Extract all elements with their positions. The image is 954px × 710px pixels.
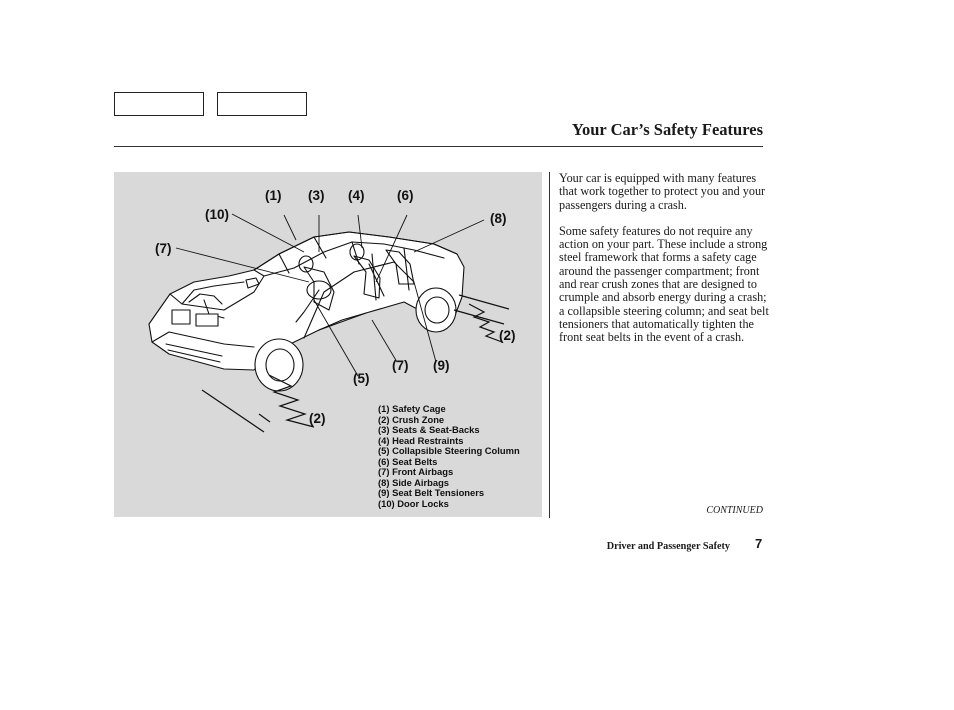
legend-item: (1) Safety Cage xyxy=(378,403,446,414)
crush-zone-markers xyxy=(201,294,510,433)
figure-legend: (1) Safety Cage (2) Crush Zone (3) Seats… xyxy=(378,403,520,509)
callout-6: (6) xyxy=(397,188,414,203)
paragraph-intro: Your car is equipped with many features … xyxy=(559,171,766,212)
title-rule xyxy=(114,146,763,147)
body-text: Your car is equipped with many features … xyxy=(559,171,769,358)
nav-button-2[interactable] xyxy=(217,92,307,116)
safety-features-figure: (1) (3) (4) (6) (10) (8) (7) (2) (7) (9)… xyxy=(114,172,542,517)
car-diagram: (1) (3) (4) (6) (10) (8) (7) (2) (7) (9)… xyxy=(148,188,516,433)
callout-2b: (2) xyxy=(309,411,326,426)
legend-item: (7) Front Airbags xyxy=(378,466,454,477)
page-title: Your Car’s Safety Features xyxy=(571,120,763,139)
section-footer: Driver and Passenger Safety xyxy=(606,541,730,552)
callout-7b: (7) xyxy=(392,358,409,373)
legend-item: (4) Head Restraints xyxy=(378,434,464,446)
legend-item: (6) Seat Belts xyxy=(378,455,438,467)
callout-labels: (1) (3) (4) (6) (10) (8) (7) (2) (7) (9)… xyxy=(155,188,516,426)
callout-1: (1) xyxy=(265,188,282,203)
continued-label: CONTINUED xyxy=(706,505,763,516)
legend-item: (2) Crush Zone xyxy=(378,413,445,425)
column-divider xyxy=(549,172,550,518)
nav-button-1[interactable] xyxy=(114,92,204,116)
callout-7a: (7) xyxy=(155,241,172,256)
callout-3: (3) xyxy=(308,188,325,203)
legend-item: (3) Seats & Seat-Backs xyxy=(378,424,480,435)
paragraph-features: Some safety features do not require any … xyxy=(559,223,769,345)
page-number: 7 xyxy=(755,536,763,551)
callout-2a: (2) xyxy=(499,328,516,343)
callout-leaders xyxy=(175,213,485,377)
legend-item: (8) Side Airbags xyxy=(378,476,450,488)
legend-item: (5) Collapsible Steering Column xyxy=(378,445,520,456)
legend-item: (10) Door Locks xyxy=(378,497,449,509)
car-illustration xyxy=(148,231,465,392)
callout-9: (9) xyxy=(433,358,450,373)
legend-item: (9) Seat Belt Tensioners xyxy=(378,487,485,498)
callout-10: (10) xyxy=(205,207,229,222)
callout-5: (5) xyxy=(353,371,370,386)
callout-4: (4) xyxy=(348,188,365,203)
callout-8: (8) xyxy=(490,211,507,226)
